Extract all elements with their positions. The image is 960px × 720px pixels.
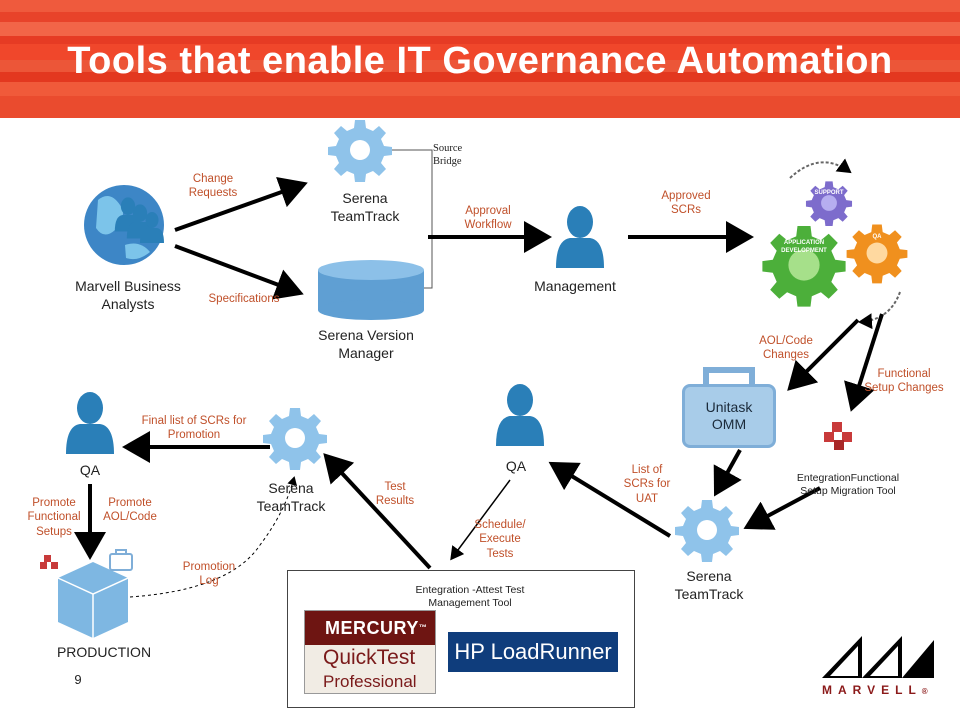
production-cubes-small-icon [40, 555, 58, 569]
attest-label: Entegration -Attest Test Management Tool [415, 584, 525, 610]
teamtrack-right-gear-icon [675, 500, 739, 562]
teamtrack-left-label: Serena TeamTrack [256, 480, 326, 514]
production-label: PRODUCTION [56, 644, 152, 660]
mercury-tm: ™ [418, 623, 428, 632]
entegration-functional-cubes-icon [824, 422, 852, 450]
entegration-functional-label: EntegrationFunctional Setup Migration To… [796, 472, 900, 498]
teamtrack-top-label: Serena TeamTrack [330, 190, 400, 224]
app-dev-gear-label: APPLICATION DEVELOPMENT [781, 240, 827, 254]
qa-middle-person-icon [496, 384, 544, 446]
slide-header: Tools that enable IT Governance Automati… [0, 0, 960, 118]
promote-aol-label: Promote AOL/Code [103, 497, 157, 524]
list-scrs-uat-label: List of SCRs for UAT [623, 464, 671, 505]
qa-gear-label: QA [872, 234, 882, 240]
production-briefcase-icon [109, 549, 133, 571]
support-gear-label: SUPPORT [814, 190, 844, 196]
qa-middle-label: QA [505, 458, 527, 474]
promote-functional-label: Promote Functional Setups [27, 497, 81, 538]
approved-scrs-label: Approved SCRs [661, 190, 711, 217]
analysts-label: Marvell Business Analysts [75, 278, 181, 312]
marvell-reg-mark: ® [921, 687, 928, 696]
source-bridge-label: Source Bridge [433, 143, 463, 168]
mercury-quicktest-logo: MERCURY™ QuickTest Professional [304, 610, 436, 694]
marvell-wordmark-text: MARVELL [822, 683, 922, 697]
final-list-label: Final list of SCRs for Promotion [141, 415, 247, 442]
teamtrack-left-gear-icon [263, 408, 327, 470]
hp-loadrunner-logo: HP LoadRunner [448, 632, 618, 672]
unitask-omm-box: Unitask OMM [682, 384, 776, 448]
marvell-wordmark: MARVELL® [822, 683, 952, 697]
quicktest-text: QuickTest [323, 646, 416, 669]
slide-title: Tools that enable IT Governance Automati… [67, 40, 893, 82]
teamtrack-top-gear-icon [328, 120, 392, 182]
version-manager-label: Serena Version Manager [318, 327, 414, 361]
page-number: 9 [74, 672, 82, 687]
version-manager-cylinder-icon [318, 260, 424, 320]
production-cube-icon [57, 562, 129, 638]
schedule-execute-label: Schedule/ Execute Tests [474, 519, 526, 560]
functional-setup-changes-label: Functional Setup Changes [864, 368, 944, 395]
promotion-log-label: Promotion Log [182, 561, 236, 588]
governance-gears-icon [762, 158, 908, 330]
mercury-brand-text: MERCURY [325, 618, 419, 638]
test-results-label: Test Results [375, 481, 415, 508]
management-person-icon [556, 206, 604, 268]
mercury-brand: MERCURY™ [305, 611, 435, 645]
marvell-logo-icon [822, 636, 934, 678]
aol-code-changes-label: AOL/Code Changes [759, 335, 813, 362]
management-label: Management [534, 278, 616, 294]
professional-text: Professional [323, 672, 417, 691]
specifications-label: Specifications [208, 293, 280, 305]
change-requests-label: Change Requests [188, 173, 238, 200]
approval-workflow-label: Approval Workflow [464, 205, 512, 232]
qa-left-label: QA [79, 462, 101, 478]
analysts-globe-icon [84, 185, 164, 265]
unitask-omm-label: Unitask OMM [705, 398, 753, 433]
qa-left-person-icon [66, 392, 114, 454]
teamtrack-right-label: Serena TeamTrack [674, 568, 744, 602]
